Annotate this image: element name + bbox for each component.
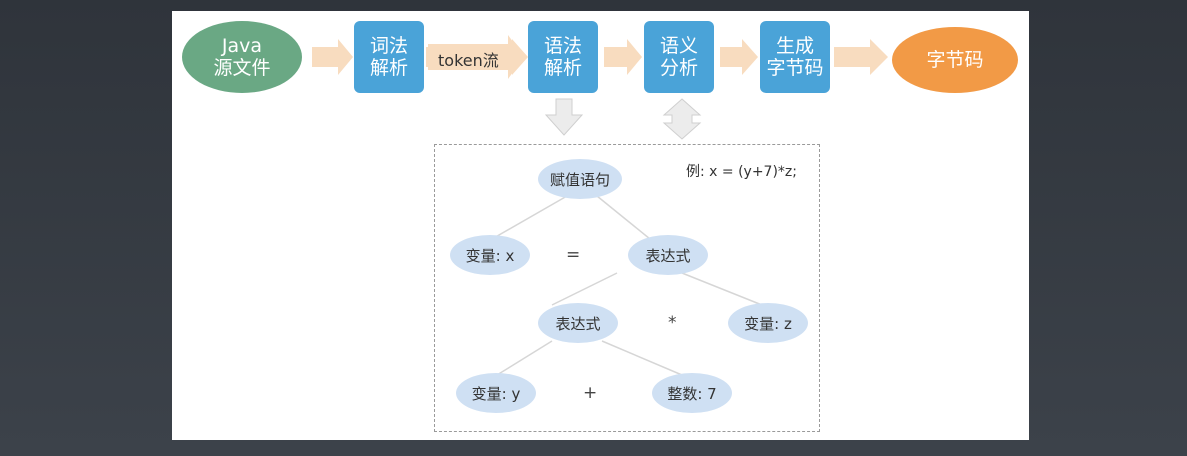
edge-expr2-int7 <box>601 340 683 376</box>
codegen-line1: 生成 <box>775 35 814 57</box>
semantic-stage: 语义 分析 <box>644 21 714 93</box>
tree-node-expression-1: 表达式 <box>628 235 708 275</box>
tree-node-var-x: 变量: x <box>450 235 530 275</box>
token-stream-label: token流 <box>438 51 499 70</box>
tree-node-var-y: 变量: y <box>456 373 536 413</box>
tree-node-int-7: 整数: 7 <box>652 373 732 413</box>
edge-expr1-expr2 <box>551 272 618 306</box>
equals-symbol: = <box>566 245 581 265</box>
flow-arrow-6 <box>834 39 888 75</box>
tree-node-expression-2: 表达式 <box>538 303 618 343</box>
syntax-tree-frame <box>434 144 820 432</box>
tree-node-var-z: 变量: z <box>728 303 808 343</box>
edge-expr2-vary <box>496 340 553 376</box>
example-expression: 例: x = (y+7)*z; <box>686 164 797 180</box>
java-source-line2: 源文件 <box>213 57 271 79</box>
java-source-line1: Java <box>221 35 263 57</box>
codegen-stage: 生成 字节码 <box>760 21 830 93</box>
pipeline-arrows <box>312 35 888 376</box>
java-source-node: Java 源文件 <box>182 21 302 93</box>
semantic-line2: 分析 <box>659 57 698 79</box>
down-arrow-parser <box>544 98 584 136</box>
flow-arrow-1 <box>312 39 353 75</box>
diagram-panel: Java 源文件 词法 解析 token流 语法 解析 语义 分析 生成 字节码… <box>172 11 1029 440</box>
flow-arrow-5 <box>720 39 758 75</box>
parser-line1: 语法 <box>543 35 582 57</box>
flow-arrow-4 <box>604 39 642 75</box>
edge-root-expr1 <box>596 195 651 240</box>
parser-line2: 解析 <box>543 57 582 79</box>
lexer-line1: 词法 <box>369 35 408 57</box>
edge-expr1-varz <box>681 272 763 306</box>
bytecode-node: 字节码 <box>892 27 1018 93</box>
token-arrow-body <box>428 35 524 79</box>
edge-root-varx <box>491 195 568 240</box>
lexer-stage: 词法 解析 <box>354 21 424 93</box>
tree-node-root: 赋值语句 <box>538 159 622 199</box>
parser-stage: 语法 解析 <box>528 21 598 93</box>
codegen-line2: 字节码 <box>766 57 824 79</box>
bytecode-label: 字节码 <box>926 49 984 71</box>
lexer-line2: 解析 <box>369 57 408 79</box>
semantic-line1: 语义 <box>659 35 698 57</box>
plus-symbol: + <box>583 383 598 403</box>
multiply-symbol: * <box>668 313 677 333</box>
double-arrow-semantic <box>662 98 702 140</box>
